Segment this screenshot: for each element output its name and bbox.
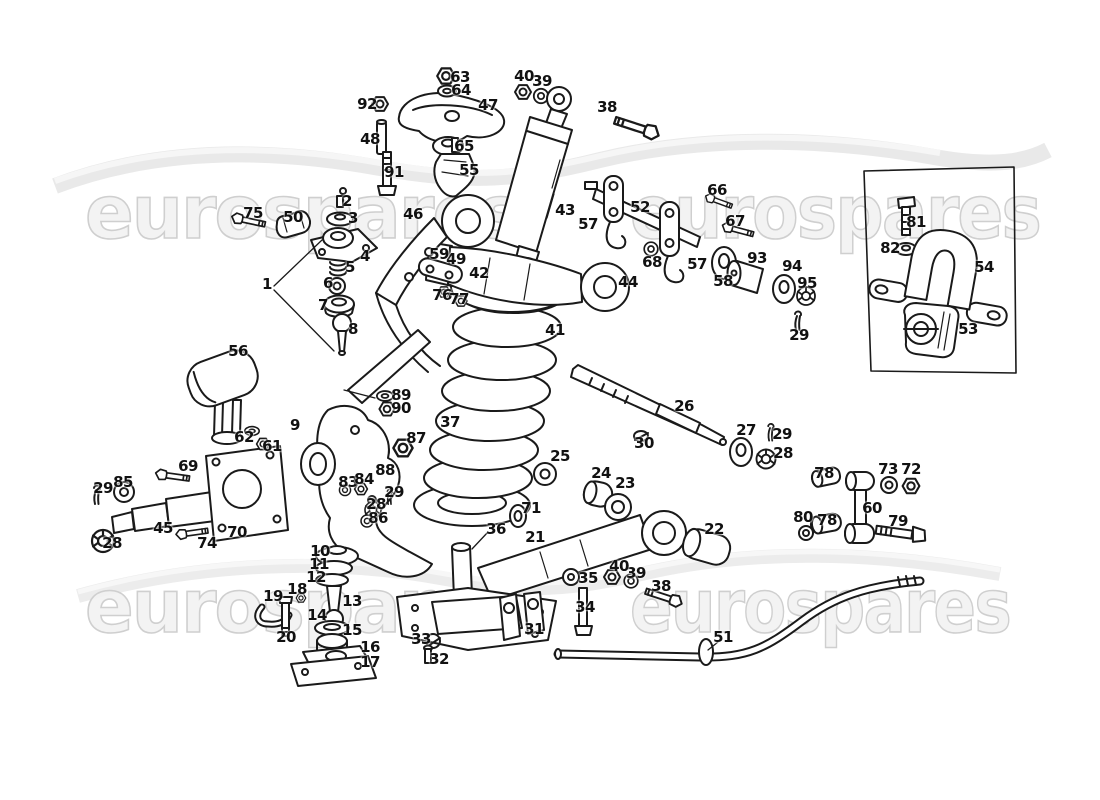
part-backing-plate	[205, 425, 289, 542]
part-55-bump-stop	[433, 137, 476, 198]
part-58-pivot-stack	[711, 246, 816, 331]
part-37-coil-spring	[413, 261, 574, 527]
part-52-shackle-assembly	[584, 175, 756, 284]
part-group-upper-mount	[229, 187, 378, 356]
part-38-bolt-top	[611, 112, 663, 143]
part-47-top-bracket	[397, 92, 506, 144]
part-53-stabilizer-bushing	[903, 302, 960, 359]
part-9-knuckle	[300, 404, 433, 578]
artwork	[90, 67, 1017, 687]
part-56-buffer	[186, 349, 259, 445]
part-26-tie-rod	[570, 364, 777, 470]
inset-box-border	[863, 166, 1017, 374]
part-48-pin	[376, 119, 387, 155]
part-54-clamp-bracket	[868, 229, 1008, 327]
watermark-swoosh-top	[52, 133, 1052, 194]
watermark-swoosh-bottom	[76, 548, 1002, 603]
part-59-link-plate	[417, 257, 468, 307]
part-60-stabilizer-link	[798, 466, 927, 544]
part-81-bolt	[897, 196, 916, 236]
part-46-upper-arm	[375, 194, 495, 373]
part-51-stabilizer-bar	[553, 575, 925, 666]
small-fasteners-bottom	[423, 568, 685, 664]
part-steering-arm	[347, 329, 431, 404]
inset-detail-box	[863, 166, 1017, 374]
part-group-kingpin-stack	[290, 545, 377, 687]
part-group-18-19-20	[254, 593, 307, 637]
part-91-bolt	[377, 151, 397, 196]
